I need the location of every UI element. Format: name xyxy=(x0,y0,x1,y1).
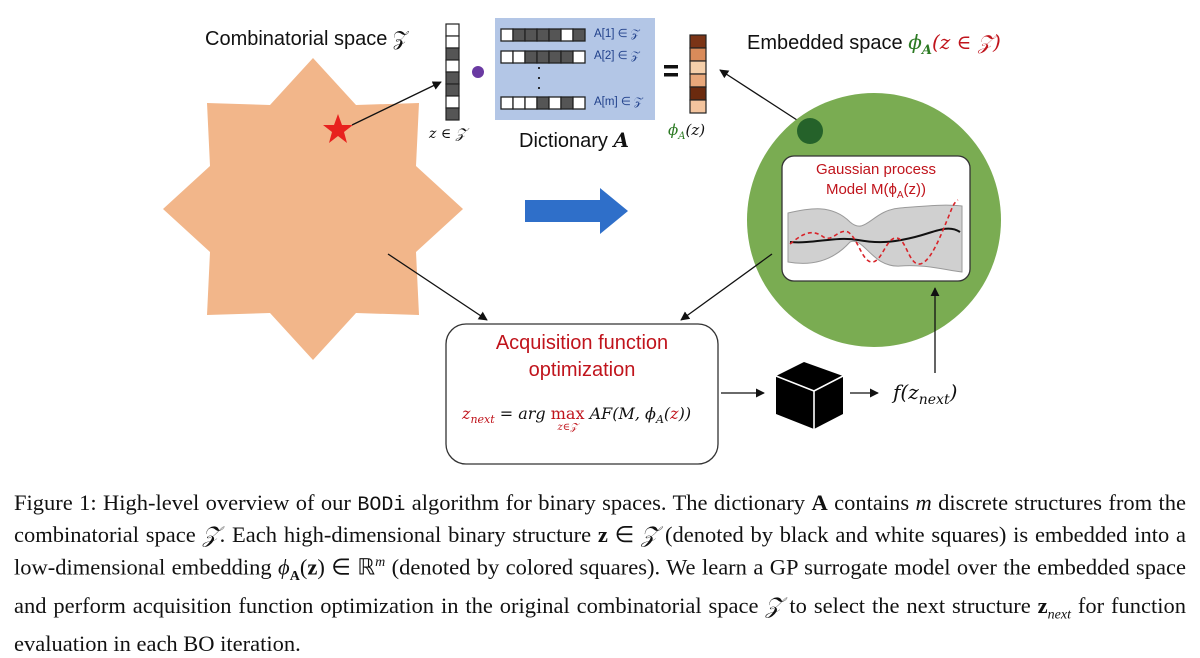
diagram-canvas xyxy=(163,18,1001,465)
purple-dot-icon xyxy=(472,66,484,78)
gp-model-title: Gaussian process Model M(ϕA(z)) xyxy=(815,161,937,201)
embedding-vector xyxy=(689,34,707,114)
sample-star-icon xyxy=(323,114,353,143)
arrow-star-to-vector xyxy=(351,81,442,126)
embedded-space-label: Embedded space ϕA(z ∈ 𝒵) xyxy=(747,30,1001,58)
dictionary-row-1-cells xyxy=(500,28,586,42)
phi-A-z-label: ϕA(z) xyxy=(668,121,706,142)
embedded-point-icon xyxy=(797,118,823,144)
dictionary-row-2-label: A[2] ∈ 𝒵 xyxy=(594,50,640,62)
equals-sign xyxy=(664,65,678,69)
big-right-arrow-icon xyxy=(525,188,628,234)
acquisition-box xyxy=(445,323,719,465)
dictionary-label: Dictionary A xyxy=(519,128,630,152)
binary-vector-z xyxy=(445,23,460,121)
arrow-dot-to-embedding xyxy=(719,69,798,121)
z-in-Z-label: z ∈ 𝒵 xyxy=(429,126,467,142)
arrow-star-to-acquisition xyxy=(387,253,488,321)
black-box-icon xyxy=(775,362,844,429)
acquisition-title: Acquisition function optimization xyxy=(495,332,669,381)
dictionary-row-1-label: A[1] ∈ 𝒵 xyxy=(594,28,640,40)
gp-true-function-line xyxy=(789,199,959,265)
dictionary-row-m-cells xyxy=(500,96,586,110)
combinatorial-space-label: Combinatorial space 𝒵 xyxy=(205,28,409,50)
arrow-gp-to-acquisition xyxy=(680,253,773,321)
figure: Combinatorial space 𝒵 z ∈ 𝒵 A[1] ∈ 𝒵 A[2… xyxy=(163,18,1001,465)
dictionary-row-2-cells xyxy=(500,50,586,64)
dictionary-row-m-label: A[m] ∈ 𝒵 xyxy=(594,96,643,108)
combinatorial-space-shape xyxy=(163,58,463,360)
dictionary-dots: ··· xyxy=(536,57,542,97)
gp-plot xyxy=(787,199,964,277)
equals-sign-lower-bar xyxy=(664,73,678,77)
gp-mean-line xyxy=(789,227,961,244)
figure-caption: Figure 1: High-level overview of our BOD… xyxy=(14,490,1187,656)
f-next-label: f(znext) xyxy=(893,380,958,408)
gp-uncertainty-band xyxy=(787,204,963,273)
